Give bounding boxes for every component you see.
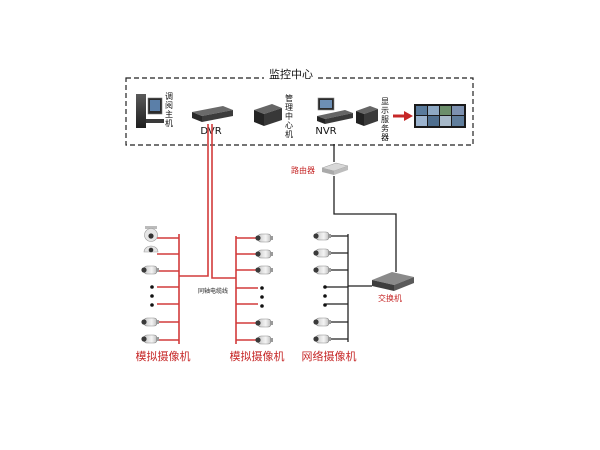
server-icon [356, 106, 378, 126]
camera-icon [254, 265, 274, 275]
camera-icon [312, 231, 332, 241]
video-wall-icon [414, 104, 466, 128]
dome-camera-icon [144, 226, 158, 242]
camera-icon [312, 317, 332, 327]
coax-label: 同轴电缆线 [198, 287, 228, 295]
camera-icon [140, 334, 160, 344]
camera-icon [140, 265, 160, 275]
control-center-title: 监控中心 [269, 67, 313, 81]
analog-group-1-caption: 模拟摄像机 [136, 349, 191, 363]
camera-icon [312, 334, 332, 344]
analog-camera-group-2 [235, 233, 274, 345]
camera-icon [140, 317, 160, 327]
dvr-icon [192, 106, 233, 122]
dvr-label: DVR [200, 126, 221, 137]
analog-camera-group-1 [140, 226, 180, 344]
analog-group-2-caption: 模拟摄像机 [230, 349, 285, 363]
management-host-label: 管 理 中 心 机 [285, 93, 296, 139]
nvr-label: NVR [315, 126, 336, 137]
camera-icon [312, 265, 332, 275]
camera-icon [312, 248, 332, 258]
control-center-box [125, 77, 474, 146]
router-icon [321, 162, 349, 175]
arrow-icon [393, 111, 413, 121]
camera-icon [254, 318, 274, 328]
nvr-icon [317, 97, 353, 124]
camera-icon [254, 335, 274, 345]
camera-icon [254, 233, 274, 243]
dome-camera-icon [143, 245, 159, 253]
network-group-caption: 网络摄像机 [302, 349, 357, 363]
review-host-label: 调 阅 主 机 [165, 92, 176, 128]
coax-cables [179, 124, 236, 279]
router-label: 路由器 [291, 165, 315, 175]
camera-icon [254, 249, 274, 259]
switch-label: 交换机 [378, 293, 402, 303]
management-host-icon [254, 104, 282, 126]
network-links [333, 144, 397, 287]
switch-icon [372, 272, 414, 291]
computer-icon [136, 94, 164, 128]
network-camera-group [312, 231, 349, 344]
display-server-label: 显 示 服 务 器 [381, 97, 392, 142]
